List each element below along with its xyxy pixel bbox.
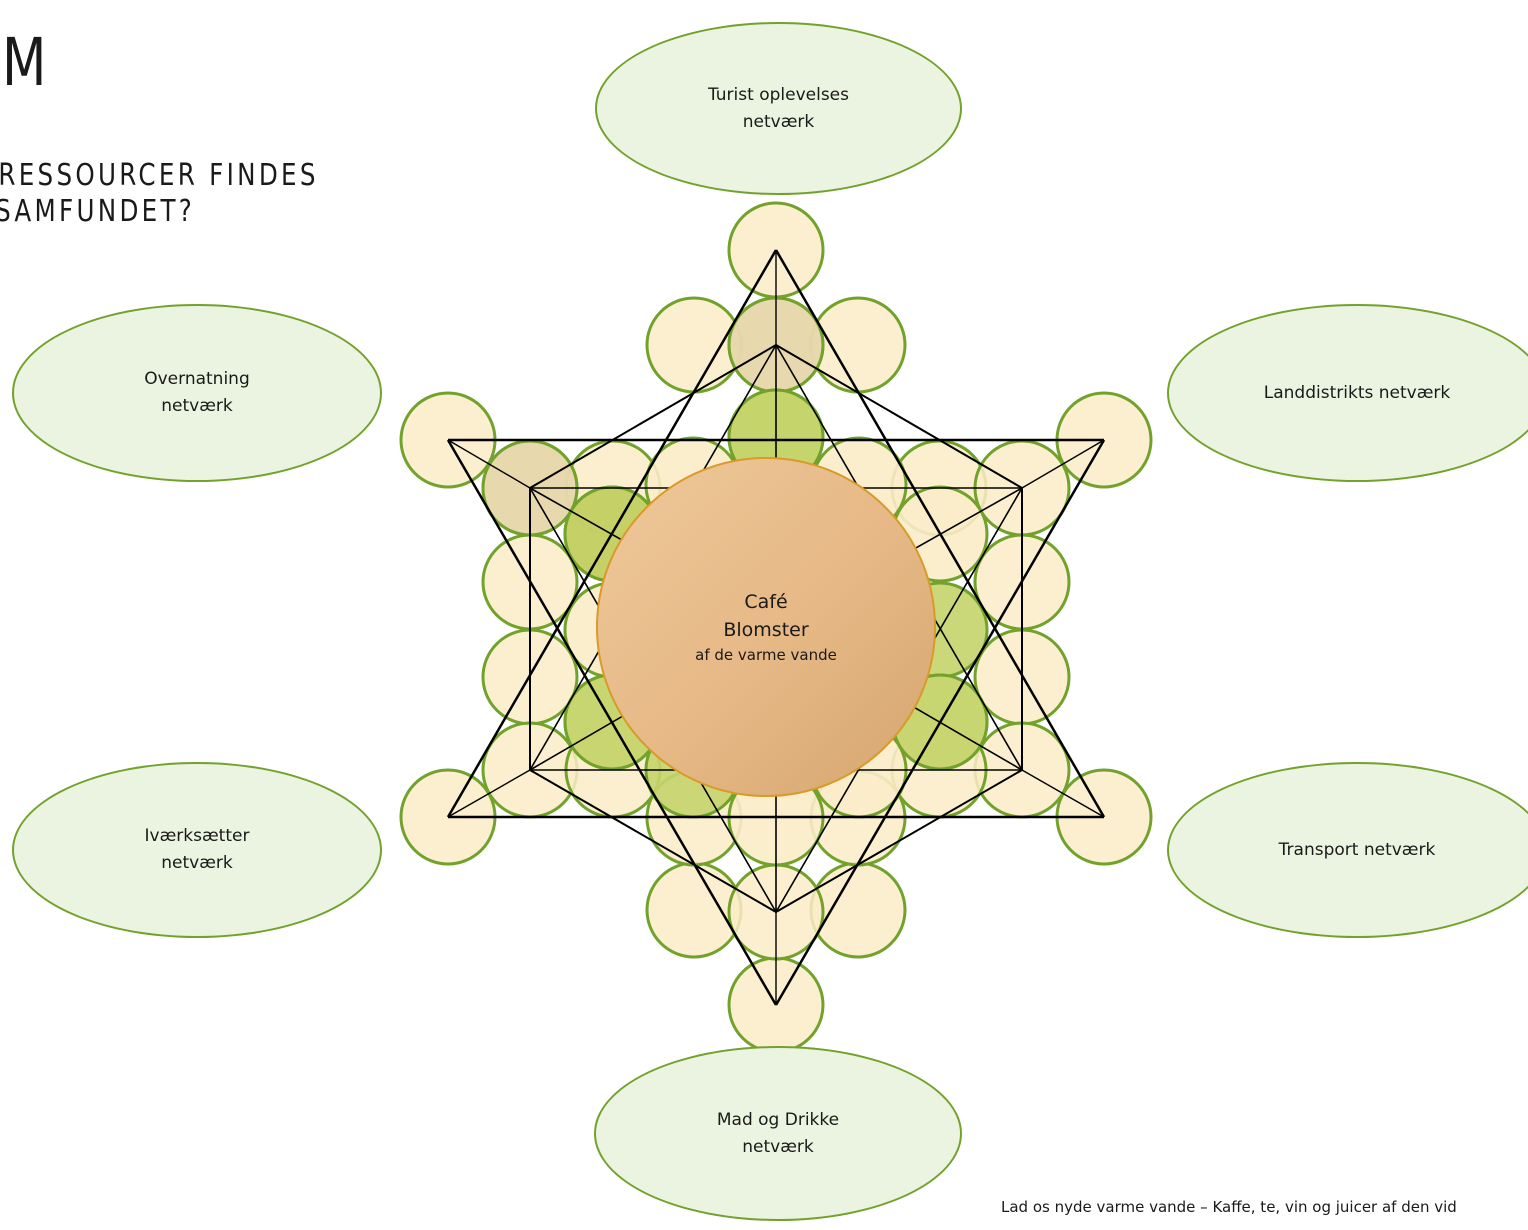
star-line <box>1021 769 1105 818</box>
page-title: M <box>2 24 48 101</box>
network-label-ivaerksaetter: Iværksætter netværk <box>144 826 250 873</box>
center-cafe-circle[interactable]: Café Blomster af de varme vande <box>596 457 936 797</box>
star-line <box>529 344 777 489</box>
star-line <box>529 769 777 913</box>
center-title: Café <box>744 591 788 613</box>
network-ellipse-landdistrikt[interactable]: Landdistrikts netværk <box>1167 304 1528 482</box>
page-subtitle: RESSOURCER FINDES SAMFUNDET? <box>0 158 319 230</box>
star-line <box>1021 439 1105 489</box>
footer-text-line-1: Lad os nyde varme vande – Kaffe, te, vin… <box>1001 1198 1457 1216</box>
star-line <box>447 439 531 489</box>
network-label-turist: Turist oplevelses netværk <box>707 84 849 132</box>
star-line <box>775 769 1023 913</box>
subtitle-line-1: RESSOURCER FINDES <box>0 158 319 193</box>
network-label-overnatning: Overnatning netværk <box>144 369 250 416</box>
center-tagline: af de varme vande <box>695 646 837 664</box>
network-ellipse-ivaerksaetter[interactable]: Iværksætter netværk <box>12 762 382 938</box>
outer-circle-15 <box>645 861 743 959</box>
footer-text: Lad os nyde varme vande – Kaffe, te, vin… <box>1001 1197 1528 1218</box>
outer-circle-1 <box>645 296 743 394</box>
network-label-landdistrikt: Landdistrikts netværk <box>1263 382 1451 403</box>
network-ellipse-overnatning[interactable]: Overnatning netværk <box>12 304 382 482</box>
center-name: Blomster <box>723 619 809 641</box>
network-label-transport: Transport netværk <box>1278 839 1436 860</box>
outer-circle-2 <box>809 296 907 394</box>
network-label-mad-og-drikke: Mad og Drikke netværk <box>716 1109 840 1157</box>
network-ellipse-transport[interactable]: Transport netværk <box>1167 762 1528 938</box>
outer-circle-16 <box>809 861 907 959</box>
star-line <box>447 769 531 818</box>
network-ellipse-mad-og-drikke[interactable]: Mad og Drikke netværk <box>594 1046 962 1221</box>
network-ellipse-turist[interactable]: Turist oplevelses netværk <box>595 22 962 195</box>
star-line <box>775 344 1023 489</box>
subtitle-line-2: SAMFUNDET? <box>0 194 196 229</box>
